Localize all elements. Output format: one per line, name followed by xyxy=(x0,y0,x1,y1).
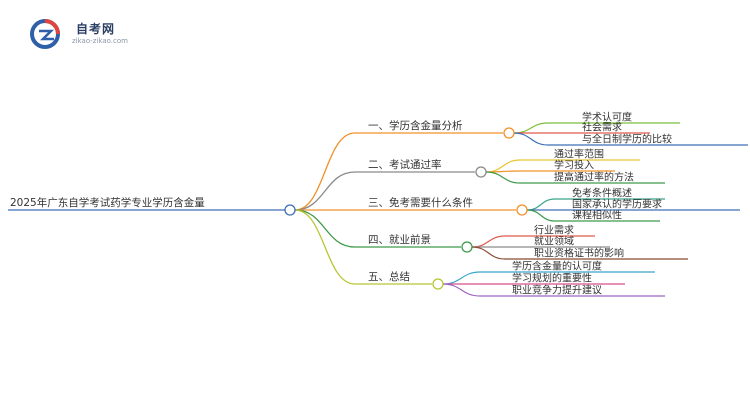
leaf-node[interactable]: 职业竞争力提升建议 xyxy=(512,284,602,297)
branch-node-1[interactable]: 一、学历含金量分析 xyxy=(368,119,463,132)
leaf-link xyxy=(513,132,549,146)
mind-map-links xyxy=(8,122,748,297)
leaf-node[interactable]: 就业领域 xyxy=(534,235,574,248)
logo-brand-text: 自考网 xyxy=(76,22,116,36)
leaf-link xyxy=(442,283,481,297)
branch-knob-3[interactable] xyxy=(516,204,528,216)
branch-node-3[interactable]: 三、免考需要什么条件 xyxy=(368,196,473,209)
leaf-node[interactable]: 学习规划的重要性 xyxy=(512,272,592,285)
leaf-link xyxy=(471,246,506,260)
leaf-node[interactable]: 职业资格证书的影响 xyxy=(534,247,624,260)
leaf-node[interactable]: 学术认可度 xyxy=(582,111,632,124)
leaf-node[interactable]: 行业需求 xyxy=(534,224,574,237)
leaf-node[interactable]: 免考条件概述 xyxy=(572,187,632,200)
logo-domain-text: zikao-zikao.com xyxy=(72,37,128,45)
leaf-node[interactable]: 提高通过率的方法 xyxy=(554,171,634,184)
branch-link xyxy=(294,132,356,211)
leaf-node[interactable]: 国家承认的学历要求 xyxy=(572,198,662,211)
leaf-link xyxy=(485,159,521,173)
branch-knob-4[interactable] xyxy=(461,241,473,253)
branch-knob-2[interactable] xyxy=(475,166,487,178)
leaf-node[interactable]: 与全日制学历的比较 xyxy=(582,133,672,146)
branch-knob-1[interactable] xyxy=(503,127,515,139)
branch-knob-5[interactable] xyxy=(432,278,444,290)
branch-node-4[interactable]: 四、就业前景 xyxy=(368,233,431,246)
branch-link xyxy=(294,209,356,285)
site-logo[interactable]: 自考网 zikao-zikao.com xyxy=(30,18,140,50)
branch-link xyxy=(294,209,356,248)
leaf-link xyxy=(442,271,481,285)
leaf-node[interactable]: 课程相似性 xyxy=(572,209,622,222)
logo-mark-icon xyxy=(30,19,60,49)
leaf-link xyxy=(471,235,506,248)
leaf-node[interactable]: 学习投入 xyxy=(554,159,594,172)
mind-map-nodes: 2025年广东自学考试药学专业学历含金量 一、学历含金量分析 学术认可度社会需求与全… xyxy=(10,111,672,297)
leaf-link xyxy=(513,122,549,134)
leaf-node[interactable]: 社会需求 xyxy=(582,121,622,134)
leaf-node[interactable]: 学历含金量的认可度 xyxy=(512,260,602,273)
branch-node-5[interactable]: 五、总结 xyxy=(368,270,410,283)
branch-node-2[interactable]: 二、考试通过率 xyxy=(368,158,442,171)
leaf-link xyxy=(526,198,556,211)
root-node-knob[interactable] xyxy=(284,204,296,216)
branch-link xyxy=(294,171,356,211)
root-node[interactable]: 2025年广东自学考试药学专业学历含金量 xyxy=(10,196,205,209)
leaf-node[interactable]: 通过率范围 xyxy=(554,148,604,161)
leaf-link xyxy=(485,171,521,184)
leaf-link xyxy=(526,209,556,222)
